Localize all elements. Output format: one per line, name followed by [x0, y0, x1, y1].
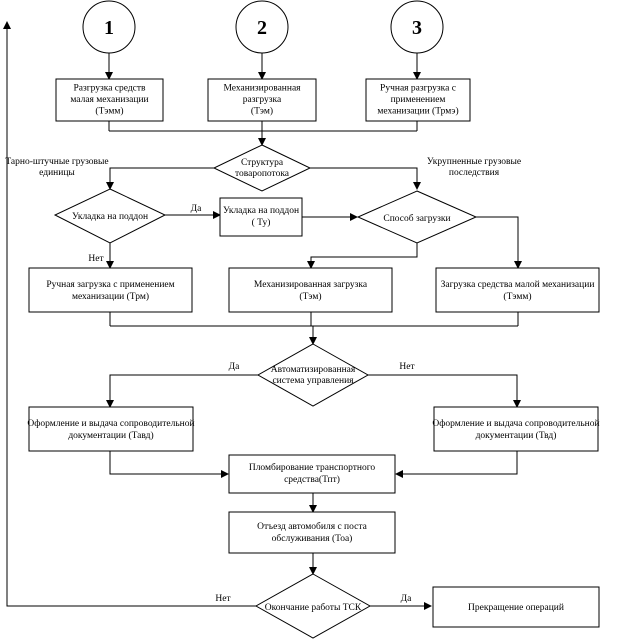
label-yes-pallet: Да: [191, 204, 202, 214]
svg-text:Окончание работы ТСК: Окончание работы ТСК: [265, 602, 362, 613]
svg-text:Оформление и выдача сопроводит: Оформление и выдача сопроводительной: [27, 418, 194, 429]
svg-text:Способ загрузки: Способ загрузки: [383, 213, 450, 224]
svg-text:документации (Твд): документации (Твд): [476, 430, 557, 441]
circle-node-3: 3: [390, 0, 444, 54]
svg-text:Механизированная загрузка: Механизированная загрузка: [254, 280, 368, 290]
svg-text:Структура: Структура: [241, 158, 284, 168]
decision-end: Окончание работы ТСК: [254, 573, 372, 639]
circle-node-2: 2: [235, 0, 289, 54]
svg-text:Прекращение операций: Прекращение операций: [468, 602, 564, 613]
svg-text:применением: применением: [391, 95, 446, 105]
circle-label: 1: [104, 17, 114, 39]
box-pallet-stacking: Укладка на поддон ( Ту): [219, 197, 303, 237]
box-departure: Отъезд автомобиля с поста обслуживания (…: [228, 511, 396, 554]
svg-text:(Тэм): (Тэм): [251, 106, 273, 117]
svg-text:Автоматизированная: Автоматизированная: [271, 365, 356, 375]
label-no-pallet: Нет: [88, 254, 104, 264]
svg-text:Укладка на поддон: Укладка на поддон: [223, 206, 299, 216]
label-no-end: Нет: [215, 594, 231, 604]
box-manual-load: Ручная загрузка с применением механизаци…: [28, 267, 193, 313]
box-docs-right: Оформление и выдача сопроводительной док…: [432, 406, 600, 452]
svg-text:Разгрузка средств: Разгрузка средств: [73, 84, 146, 94]
svg-text:последствия: последствия: [449, 168, 500, 178]
svg-text:разгрузка: разгрузка: [243, 95, 282, 105]
label-tare-piece: Тарно-штучные грузовые единицы: [5, 157, 108, 178]
svg-text:( Ту): ( Ту): [252, 217, 271, 228]
box-docs-left: Оформление и выдача сопроводительной док…: [27, 406, 195, 452]
edges: [3, 21, 522, 610]
svg-text:система управления: система управления: [272, 376, 354, 386]
svg-text:Оформление и выдача сопроводит: Оформление и выдача сопроводительной: [432, 418, 599, 429]
svg-text:Пломбирование транспортного: Пломбирование транспортного: [249, 462, 376, 473]
svg-text:документации (Тавд): документации (Тавд): [68, 430, 153, 441]
box-mech-unload: Механизированная разгрузка (Тэм): [207, 78, 317, 122]
circle-label: 3: [412, 17, 422, 39]
label-consolidated: Укрупненные грузовые последствия: [427, 157, 521, 178]
svg-text:Механизированная: Механизированная: [223, 84, 301, 94]
circle-label: 2: [257, 17, 267, 39]
svg-text:(Тэмм): (Тэмм): [95, 106, 123, 117]
svg-text:Отъезд автомобиля с поста: Отъезд автомобиля с поста: [257, 521, 367, 532]
svg-text:малая механизации: малая механизации: [70, 95, 148, 105]
svg-text:средства(Тпт): средства(Тпт): [284, 474, 340, 485]
svg-text:Ручная разгрузка с: Ручная разгрузка с: [380, 84, 456, 94]
box-stop: Прекращение операций: [432, 586, 600, 628]
box-manual-unload: Ручная разгрузка с применением механизац…: [365, 78, 471, 122]
box-mech-load: Механизированная загрузка (Тэм): [228, 267, 393, 313]
circle-node-1: 1: [82, 0, 136, 54]
box-sealing: Пломбирование транспортного средства(Тпт…: [228, 454, 396, 494]
box-small-mech-load: Загрузка средства малой механизации (Тэм…: [435, 267, 600, 313]
svg-text:Тарно-штучные грузовые: Тарно-штучные грузовые: [5, 157, 108, 167]
svg-text:(Тэмм): (Тэмм): [503, 291, 531, 302]
svg-text:механизации (Трмэ): механизации (Трмэ): [377, 106, 458, 117]
decision-structure: Структура товаропотока: [212, 144, 312, 192]
svg-text:единицы: единицы: [39, 168, 75, 178]
label-yes-auto: Да: [229, 362, 240, 372]
svg-text:Укладка на поддон: Укладка на поддон: [72, 212, 148, 222]
box-unload-small-mech: Разгрузка средств малая механизации (Тэм…: [55, 78, 164, 122]
svg-text:(Тэм): (Тэм): [299, 291, 321, 302]
label-yes-end: Да: [401, 594, 412, 604]
decision-load-method: Способ загрузки: [356, 190, 478, 244]
decision-pallet: Укладка на поддон: [53, 188, 167, 244]
svg-text:Загрузка средства малой механи: Загрузка средства малой механизации: [441, 279, 595, 290]
svg-text:обслуживания (Тоа): обслуживания (Тоа): [272, 533, 353, 544]
decision-automated: Автоматизированная система управления: [256, 343, 370, 407]
svg-text:механизации (Трм): механизации (Трм): [72, 291, 149, 302]
label-no-auto: Нет: [399, 362, 415, 372]
svg-text:Ручная загрузка с применением: Ручная загрузка с применением: [46, 280, 174, 290]
svg-text:Укрупненные грузовые: Укрупненные грузовые: [427, 157, 521, 167]
svg-text:товаропотока: товаропотока: [235, 169, 290, 179]
